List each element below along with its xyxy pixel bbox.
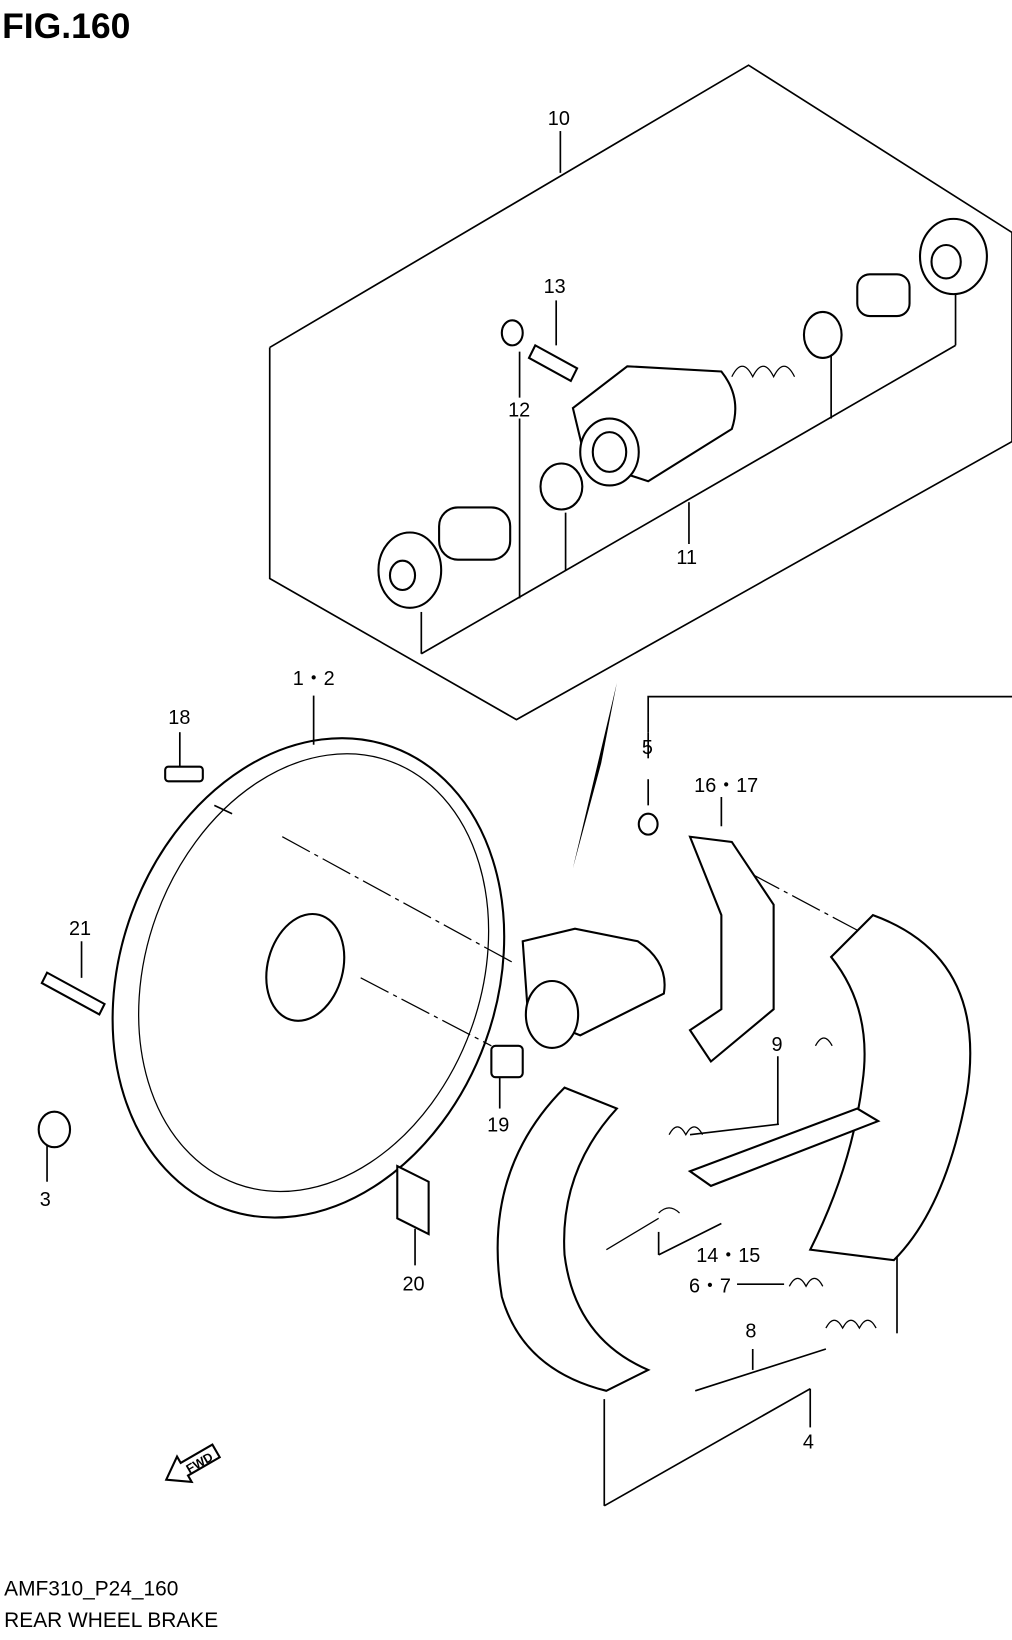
callout-4: 4 xyxy=(803,1431,814,1453)
callout-13: 13 xyxy=(544,276,566,298)
callout-12: 12 xyxy=(508,399,530,421)
small-parts xyxy=(37,683,666,1266)
callout-18: 18 xyxy=(168,707,190,729)
fwd-label: FWD xyxy=(184,1450,216,1476)
callout-9: 9 xyxy=(772,1034,783,1056)
callout-11: 11 xyxy=(676,547,697,569)
callout-8: 8 xyxy=(745,1321,756,1343)
figure-code: AMF310_P24_160 xyxy=(4,1578,178,1601)
callout-21: 21 xyxy=(69,918,91,940)
direction-arrow xyxy=(572,683,617,869)
callout-16-17: 16・17 xyxy=(694,775,758,797)
callout-19: 19 xyxy=(487,1115,509,1137)
callout-6-7: 6・7 xyxy=(689,1276,731,1298)
callout-10: 10 xyxy=(548,108,570,130)
brake-shoe-box xyxy=(496,695,1012,1507)
figure-name: REAR WHEEL BRAKE xyxy=(4,1609,218,1632)
wheel-cylinder-kit-box xyxy=(268,64,1012,721)
callout-20: 20 xyxy=(402,1273,424,1295)
callout-5: 5 xyxy=(642,737,653,759)
fwd-arrow: FWD xyxy=(164,1443,222,1484)
cylinder-parts xyxy=(377,217,988,609)
backing-plate xyxy=(111,695,513,1219)
callout-14-15: 14・15 xyxy=(696,1245,760,1267)
callout-3: 3 xyxy=(40,1189,51,1211)
callout-1-2: 1・2 xyxy=(293,668,335,690)
figure-title: FIG.160 xyxy=(2,6,130,46)
